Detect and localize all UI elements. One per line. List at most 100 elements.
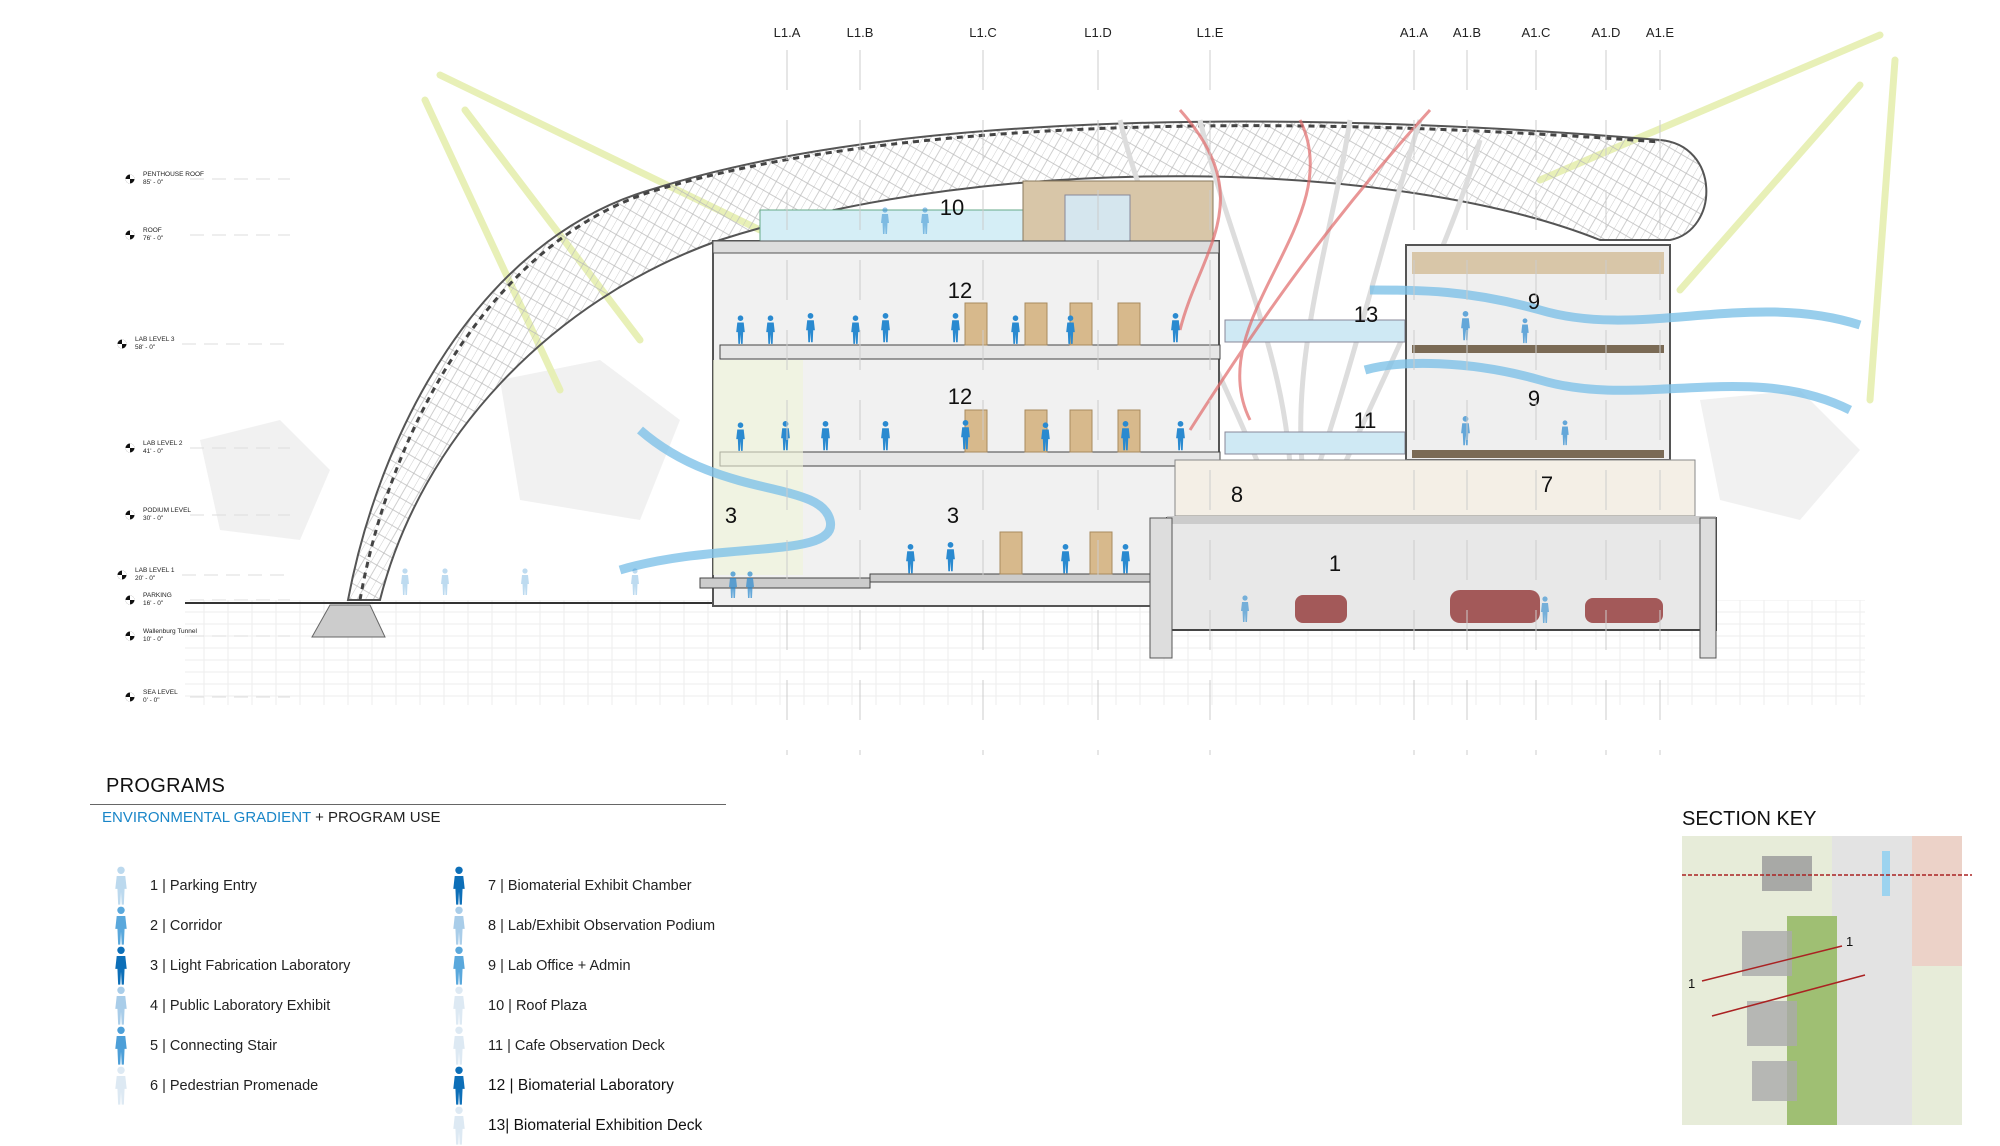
level-name: Wallenburg Tunnel	[143, 628, 198, 635]
room-label-8: 8	[1231, 482, 1243, 507]
parked-cars	[1295, 590, 1663, 623]
legend-item: 13| Biomaterial Exhibition Deck	[448, 1106, 702, 1146]
canopy-edge-beam	[358, 124, 1661, 601]
room-label-12-lower: 12	[948, 384, 972, 409]
level-name: PARKING	[143, 592, 172, 599]
legend-item: 12 | Biomaterial Laboratory	[448, 1066, 674, 1106]
grid-label-a1-d: A1.D	[1592, 25, 1621, 40]
legend-item-label: 9 | Lab Office + Admin	[488, 958, 631, 974]
room-label-11: 11	[1354, 408, 1377, 433]
grid-label-a1-e: A1.E	[1646, 25, 1675, 40]
legend-item: 9 | Lab Office + Admin	[448, 946, 631, 986]
level-name: SEA LEVEL	[143, 689, 178, 696]
legend-item: 8 | Lab/Exhibit Observation Podium	[448, 906, 715, 946]
room-label-13: 13	[1354, 302, 1378, 327]
legend-item: 3 | Light Fabrication Laboratory	[110, 946, 350, 986]
airflow-cool	[618, 285, 1862, 575]
background-trees	[200, 360, 1860, 540]
airflow-warm	[1178, 108, 1432, 431]
legend-item: 7 | Biomaterial Exhibit Chamber	[448, 866, 692, 906]
grid-label-a1-a: A1.A	[1400, 25, 1429, 40]
level-datum-quadrant	[125, 230, 135, 240]
level-name: LAB LEVEL 2	[143, 440, 183, 447]
room-label-10: 10	[940, 195, 964, 220]
person-icon	[448, 986, 470, 1026]
atrium-and-office-wing	[1174, 244, 1696, 517]
legend-item-label: 6 | Pedestrian Promenade	[150, 1078, 319, 1094]
room-label-3-left: 3	[725, 503, 737, 528]
canopy-gridshell	[346, 120, 1708, 601]
level-elevation: 10' - 0"	[143, 636, 164, 643]
canopy-footing	[311, 604, 386, 638]
level-elevation: 41' - 0"	[143, 448, 164, 455]
level-name: LAB LEVEL 3	[135, 336, 175, 343]
legend-item-label: 13| Biomaterial Exhibition Deck	[488, 1117, 703, 1134]
room-label-3-center: 3	[947, 503, 959, 528]
person-icon	[448, 866, 470, 906]
person-icon	[110, 866, 132, 906]
room-label-9-upper: 9	[1528, 289, 1540, 314]
legend-item-label: 11 | Cafe Observation Deck	[488, 1038, 665, 1054]
level-name: PENTHOUSE ROOF	[143, 171, 204, 178]
person-icon	[448, 906, 470, 946]
legend-item: 10 | Roof Plaza	[448, 986, 587, 1026]
level-datum-quadrant	[117, 570, 127, 580]
grid-label-l1-c: L1.C	[969, 25, 996, 40]
level-elevation: 85' - 0"	[143, 179, 164, 186]
legend-item: 4 | Public Laboratory Exhibit	[110, 986, 330, 1026]
person-icon	[448, 1066, 470, 1106]
level-datum-quadrant	[117, 339, 127, 349]
level-elevation: 20' - 0"	[135, 575, 156, 582]
level-name: ROOF	[143, 227, 162, 234]
person-icon	[448, 1106, 470, 1146]
legend-items: 1 | Parking Entry 2 | Corridor 3 | Light F…	[90, 826, 726, 1136]
level-datum-quadrant	[125, 510, 135, 520]
level-elevation: 76' - 0"	[143, 235, 164, 242]
legend-item: 6 | Pedestrian Promenade	[110, 1066, 318, 1106]
legend-divider	[90, 804, 726, 805]
room-label-9-lower: 9	[1528, 386, 1540, 411]
legend-item: 2 | Corridor	[110, 906, 222, 946]
grid-label-a1-c: A1.C	[1522, 25, 1551, 40]
legend-item-label: 12 | Biomaterial Laboratory	[488, 1077, 674, 1094]
level-datum-quadrant	[125, 595, 135, 605]
person-icon	[110, 1066, 132, 1106]
legend-item-label: 2 | Corridor	[150, 918, 223, 934]
legend-item: 5 | Connecting Stair	[110, 1026, 277, 1066]
room-label-1: 1	[1329, 551, 1341, 576]
grid-label-a1-b: A1.B	[1453, 25, 1481, 40]
level-elevation: 0' - 0"	[143, 697, 160, 704]
person-icon	[110, 986, 132, 1026]
legend-item: 11 | Cafe Observation Deck	[448, 1026, 665, 1066]
level-elevation: 30' - 0"	[143, 515, 164, 522]
section-key-marker-left: 1	[1688, 976, 1695, 991]
section-key-map: 1 1	[1682, 836, 1972, 1125]
legend-item-label: 8 | Lab/Exhibit Observation Podium	[488, 918, 716, 934]
person-icon	[110, 946, 132, 986]
legend-item-label: 1 | Parking Entry	[150, 878, 257, 894]
programs-legend: PROGRAMS ENVIRONMENTAL GRADIENT + PROGRA…	[90, 775, 726, 1136]
person-icon	[110, 906, 132, 946]
legend-title: PROGRAMS	[106, 775, 226, 797]
legend-item-label: 7 | Biomaterial Exhibit Chamber	[488, 878, 692, 894]
grid-label-l1-e: L1.E	[1197, 25, 1224, 40]
legend-item-label: 4 | Public Laboratory Exhibit	[150, 998, 331, 1014]
level-name: LAB LEVEL 1	[135, 567, 175, 574]
level-datum-quadrant	[125, 443, 135, 453]
room-label-7: 7	[1541, 472, 1553, 497]
section-key-title: SECTION KEY	[1682, 808, 1817, 830]
grid-label-l1-d: L1.D	[1084, 25, 1111, 40]
legend-item-label: 3 | Light Fabrication Laboratory	[150, 958, 351, 974]
level-datum-quadrant	[125, 174, 135, 184]
grid-label-l1-b: L1.B	[847, 25, 874, 40]
room-label-12-upper: 12	[948, 278, 972, 303]
person-icon	[448, 1026, 470, 1066]
level-elevation: 58' - 0"	[135, 344, 156, 351]
level-elevation: 16' - 0"	[143, 600, 164, 607]
level-name: PODIUM LEVEL	[143, 507, 191, 514]
parking-level	[1149, 516, 1717, 659]
legend-subtitle: ENVIRONMENTAL GRADIENT + PROGRAM USE	[102, 809, 726, 826]
